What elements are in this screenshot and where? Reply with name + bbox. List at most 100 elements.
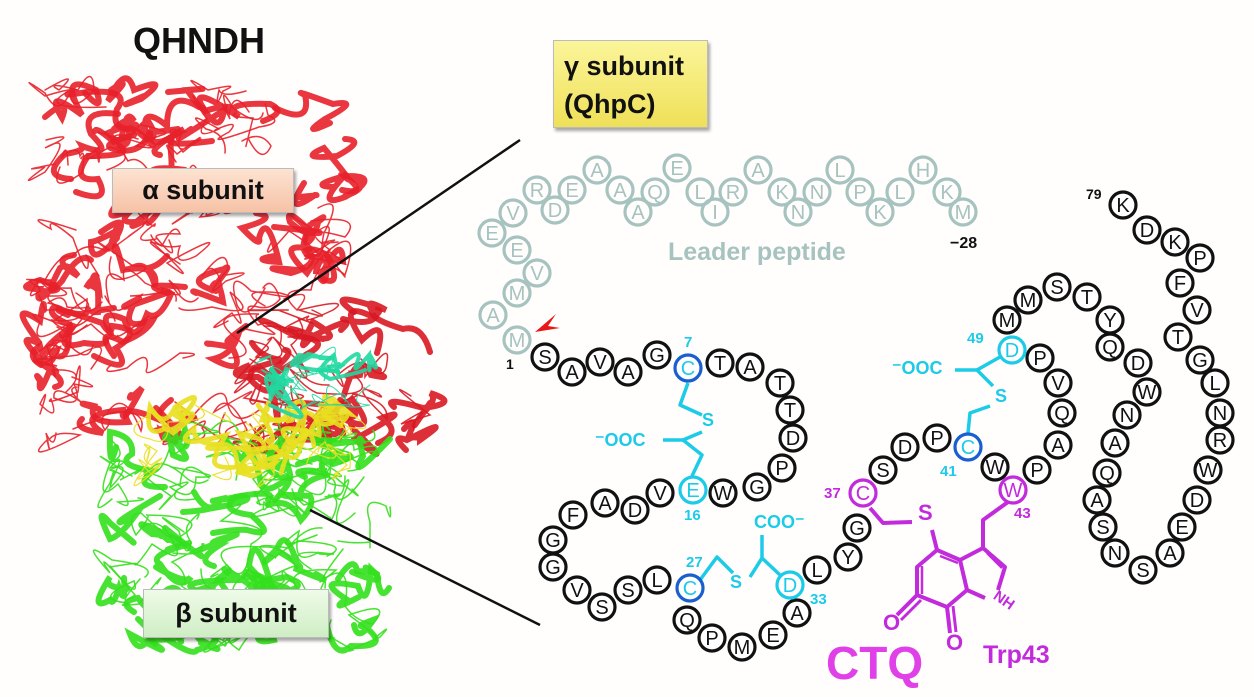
- residue-letter: Q: [1099, 463, 1115, 485]
- residue-circle: [662, 153, 692, 183]
- residue-circle: [1072, 282, 1102, 312]
- residue-letter: C: [856, 483, 870, 505]
- residue-letter: A: [1090, 490, 1104, 512]
- mature-residue: P: [697, 623, 727, 653]
- residue-circle: [585, 347, 615, 377]
- gamma-subunit-ribbon: [236, 438, 292, 479]
- residue-circle: [675, 573, 705, 603]
- residue-circle: [557, 175, 587, 205]
- mature-residue: A: [1043, 430, 1073, 460]
- residue-letter: M: [999, 310, 1016, 332]
- mature-residue: S: [1128, 555, 1158, 585]
- leader-residue: L: [685, 177, 715, 207]
- mature-residue: R: [1205, 425, 1235, 455]
- thioether-s-label: S: [995, 386, 1008, 406]
- ctq-carbonyl-bond: [951, 605, 958, 633]
- residue-letter: H: [916, 160, 930, 182]
- alpha-subunit-ribbon: [42, 81, 102, 125]
- alpha-subunit-ribbon: [214, 103, 276, 141]
- mature-residue: F: [558, 500, 588, 530]
- alpha-subunit-ribbon: [34, 360, 64, 392]
- ctq-double-bond: [986, 552, 1003, 569]
- gamma-subunit-ribbon: [182, 422, 248, 470]
- residue-letter: P: [853, 182, 866, 204]
- alpha-subunit-ribbon: [223, 313, 276, 359]
- residue-letter: W: [714, 483, 733, 505]
- beta-subunit-ribbon: [98, 493, 163, 546]
- residue-letter: R: [726, 182, 740, 204]
- mature-residue: K: [1108, 190, 1138, 220]
- residue-letter: K: [1168, 232, 1182, 254]
- mature-residue: G: [538, 525, 568, 555]
- residue-circle: [868, 455, 898, 485]
- residue-circle: [998, 475, 1028, 505]
- residue-letter: P: [930, 428, 943, 450]
- residue-circle: [767, 177, 797, 207]
- beta-subunit-ribbon: [259, 527, 337, 559]
- leader-residue: R: [522, 175, 552, 205]
- residue-circle: [1043, 368, 1073, 398]
- residue-circle: [562, 575, 592, 605]
- residue-circle: [718, 177, 748, 207]
- residue-circle: [1112, 400, 1142, 430]
- thioether-bond-c27: [698, 555, 735, 582]
- ctq-label: CTQ: [826, 637, 924, 689]
- mature-residue: T: [1163, 322, 1193, 352]
- residue-circle: [685, 177, 715, 207]
- residue-letter: N: [810, 182, 824, 204]
- residue-letter: L: [694, 182, 705, 204]
- residue-circle: [932, 177, 962, 207]
- leader-residue: Q: [640, 177, 670, 207]
- residue-circle: [1013, 285, 1043, 315]
- residue-circle: [1092, 458, 1122, 488]
- alpha-subunit-ribbon: [310, 203, 351, 254]
- residue-number-7: 7: [684, 334, 693, 351]
- alpha-subunit-ribbon: [286, 212, 327, 246]
- thioether-bond-d49: [975, 355, 1001, 388]
- mature-residue: V: [562, 575, 592, 605]
- residue-letter: K: [1116, 195, 1130, 217]
- mature-residue: D: [778, 423, 808, 453]
- residue-letter: N: [1120, 405, 1134, 427]
- residue-letter: M: [955, 202, 972, 224]
- residue-circle: [540, 195, 570, 225]
- ctq-residue: C: [848, 478, 878, 508]
- residue-circle: [1022, 455, 1052, 485]
- residue-circle: [1193, 455, 1223, 485]
- residue-circle: [640, 177, 670, 207]
- leader-residue: A: [582, 155, 612, 185]
- ctq-double-bond: [939, 554, 959, 565]
- residue-letter: P: [775, 458, 788, 480]
- heme-cofactor: [338, 349, 378, 373]
- gamma-subunit-ribbon: [238, 412, 271, 441]
- residue-circle: [522, 175, 552, 205]
- residue-letter: D: [1140, 220, 1154, 242]
- residue-circle: [1043, 430, 1073, 460]
- trp43-label: Trp43: [983, 641, 1050, 669]
- carboxylate-label: COO⁻: [754, 512, 805, 532]
- mature-residue: Q: [672, 605, 702, 635]
- ctq-bond: [930, 529, 939, 551]
- leader-residue: P: [845, 177, 875, 207]
- beta-subunit-ribbon: [162, 420, 191, 462]
- mature-residue: A: [782, 598, 812, 628]
- alpha-subunit-ribbon: [39, 365, 81, 415]
- mature-residue: M: [1013, 285, 1043, 315]
- beta-subunit-ribbon: [256, 488, 299, 517]
- residue-circle: [845, 177, 875, 207]
- mature-residue: T: [775, 395, 805, 425]
- thioether-bond-c7: [678, 382, 703, 417]
- residue-letter: S: [595, 597, 608, 619]
- alpha-subunit-ribbon: [319, 171, 368, 204]
- residue-letter: W: [1004, 480, 1023, 502]
- residue-circle: [1088, 512, 1118, 542]
- alpha-subunit-ribbon: [232, 112, 272, 155]
- residue-circle: [758, 620, 788, 650]
- beta-subunit-ribbon: [99, 455, 144, 507]
- residue-letter: N: [1108, 543, 1122, 565]
- residue-letter: N: [1213, 403, 1227, 425]
- beta-subunit-ribbon: [95, 575, 130, 607]
- residue-letter: K: [873, 202, 887, 224]
- residue-letter: V: [570, 580, 584, 602]
- gamma-subunit-ribbon: [205, 442, 279, 471]
